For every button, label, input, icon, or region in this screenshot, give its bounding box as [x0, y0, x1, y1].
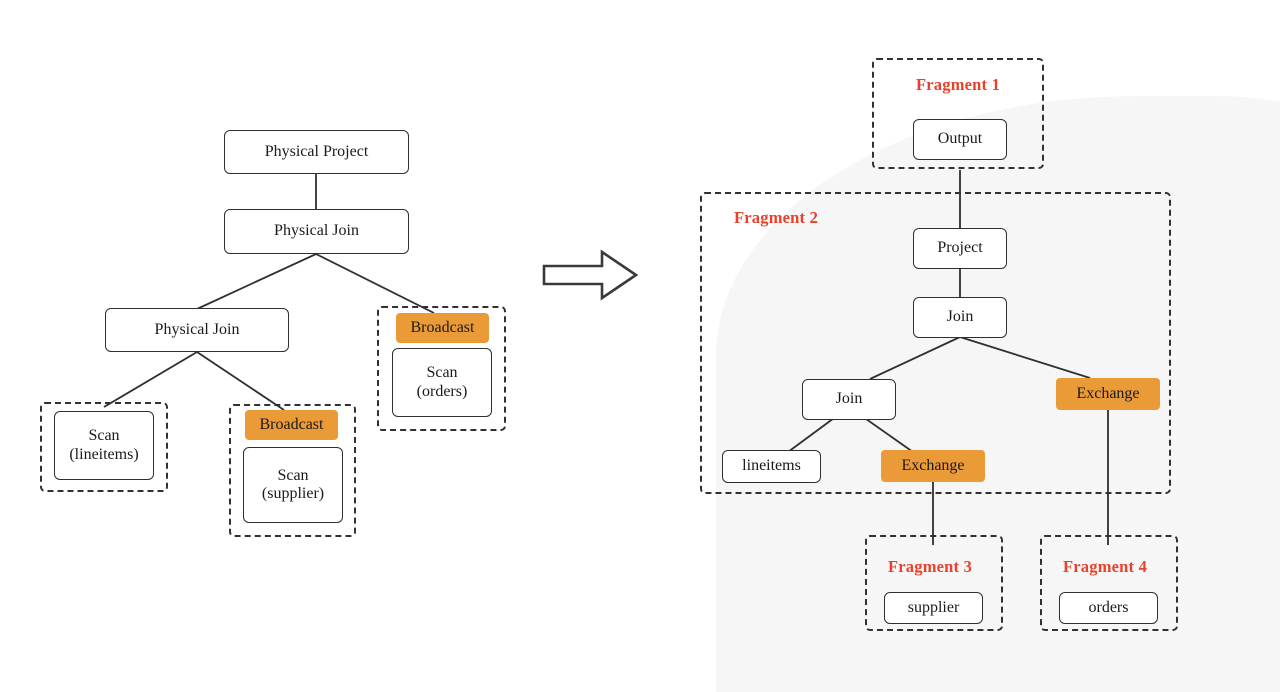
- edge-jointop-joinlower: [869, 336, 961, 380]
- fragment-4-box: [1040, 535, 1178, 631]
- transform-arrow-icon: [542, 249, 639, 301]
- node-output[interactable]: Output: [913, 119, 1007, 160]
- node-broadcast-supplier[interactable]: Broadcast: [245, 410, 338, 440]
- edge-jointop-exchangeright: [959, 336, 1091, 379]
- node-physical-join-top[interactable]: Physical Join: [224, 209, 409, 254]
- node-supplier[interactable]: supplier: [884, 592, 983, 624]
- node-scan-supplier[interactable]: Scan (supplier): [243, 447, 343, 523]
- node-broadcast-orders[interactable]: Broadcast: [396, 313, 489, 343]
- fragment-3-box: [865, 535, 1003, 631]
- fragment-2-label: Fragment 2: [734, 208, 819, 227]
- node-scan-orders[interactable]: Scan (orders): [392, 348, 492, 417]
- edge-physjointop-broadcastorders: [315, 253, 435, 314]
- fragment-3-label: Fragment 3: [888, 557, 973, 576]
- group-orders: [377, 306, 506, 431]
- node-join-top[interactable]: Join: [913, 297, 1007, 338]
- node-exchange-right[interactable]: Exchange: [1056, 378, 1160, 410]
- node-physical-join-left[interactable]: Physical Join: [105, 308, 289, 352]
- fragment-1-box: [872, 58, 1044, 169]
- node-lineitems[interactable]: lineitems: [722, 450, 821, 483]
- edge-physjoinleft-broadcastsupplier: [196, 351, 285, 411]
- group-supplier: [229, 404, 356, 537]
- node-project[interactable]: Project: [913, 228, 1007, 269]
- fragment-4-label: Fragment 4: [1063, 557, 1148, 576]
- group-lineitems: [40, 402, 168, 492]
- node-physical-project[interactable]: Physical Project: [224, 130, 409, 174]
- edge-physjointop-physjoinleft: [196, 253, 317, 310]
- node-exchange-lower[interactable]: Exchange: [881, 450, 985, 482]
- fragment-2-box: [700, 192, 1171, 494]
- fragment-1-label: Fragment 1: [916, 75, 1001, 94]
- node-join-lower[interactable]: Join: [802, 379, 896, 420]
- node-scan-lineitems[interactable]: Scan (lineitems): [54, 411, 154, 480]
- node-orders[interactable]: orders: [1059, 592, 1158, 624]
- edge-physjoinleft-scanlineitems: [103, 351, 198, 408]
